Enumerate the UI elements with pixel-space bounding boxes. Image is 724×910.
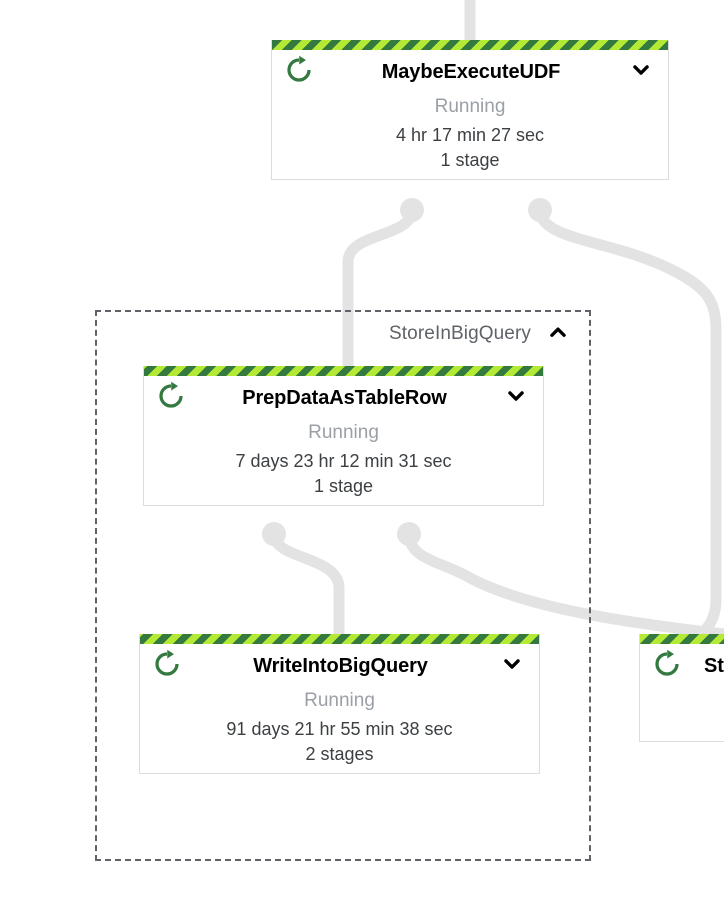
chevron-down-icon[interactable] — [628, 57, 654, 88]
node-prepdataastablerow[interactable]: PrepDataAsTableRow Running 7 days 23 hr … — [143, 366, 544, 506]
running-refresh-icon — [284, 55, 314, 90]
node-title: MaybeExecuteUDF — [381, 60, 561, 83]
chevron-down-icon[interactable] — [499, 651, 525, 682]
node-stages-text: 2 stages — [305, 744, 374, 764]
node-duration-text: 7 days 23 hr 12 min 31 sec — [235, 451, 452, 471]
node-title: PrepDataAsTableRow — [242, 386, 447, 409]
node-writeintobigquery[interactable]: WriteIntoBigQuery Running 91 days 21 hr … — [139, 634, 540, 774]
node-title: WriteIntoBigQuery — [253, 654, 428, 677]
running-refresh-icon — [152, 649, 182, 684]
node-header-row[interactable]: WriteIntoBigQuery — [140, 644, 539, 688]
node-header-row[interactable]: MaybeExecuteUDF — [272, 50, 668, 94]
node-status-text: Running — [308, 422, 379, 443]
node-stages-text: 1 stage — [440, 150, 500, 170]
composite-transform-storeinbigquery[interactable]: StoreInBigQuery — [95, 310, 591, 861]
node-stages-text: 1 stage — [313, 476, 374, 496]
node-header-row[interactable]: St — [640, 644, 724, 688]
node-duration-text: 4 hr 17 min 27 sec — [395, 125, 545, 145]
node-partial-right[interactable]: St — [639, 634, 724, 742]
node-status-stripe — [640, 634, 724, 644]
node-duration-text: 91 days 21 hr 55 min 38 sec — [226, 719, 453, 739]
composite-title: StoreInBigQuery — [389, 323, 531, 344]
running-refresh-icon — [652, 649, 682, 684]
node-title: St — [704, 654, 724, 677]
node-status-stripe — [272, 40, 668, 50]
node-status-stripe — [140, 634, 539, 644]
node-status-text: Running — [434, 96, 506, 117]
chevron-down-icon[interactable] — [503, 383, 529, 414]
node-maybeexecuteudf[interactable]: MaybeExecuteUDF Running 4 hr 17 min 27 s… — [271, 40, 669, 180]
node-status-stripe — [144, 366, 543, 376]
edge-port-udf-left — [400, 198, 424, 222]
node-stages-text — [640, 695, 724, 741]
chevron-up-icon[interactable] — [545, 319, 571, 350]
edge-port-udf-right — [528, 198, 552, 222]
composite-header[interactable]: StoreInBigQuery — [389, 310, 571, 358]
running-refresh-icon — [156, 381, 186, 416]
node-header-row[interactable]: PrepDataAsTableRow — [144, 376, 543, 420]
node-status-text: Running — [304, 690, 375, 711]
